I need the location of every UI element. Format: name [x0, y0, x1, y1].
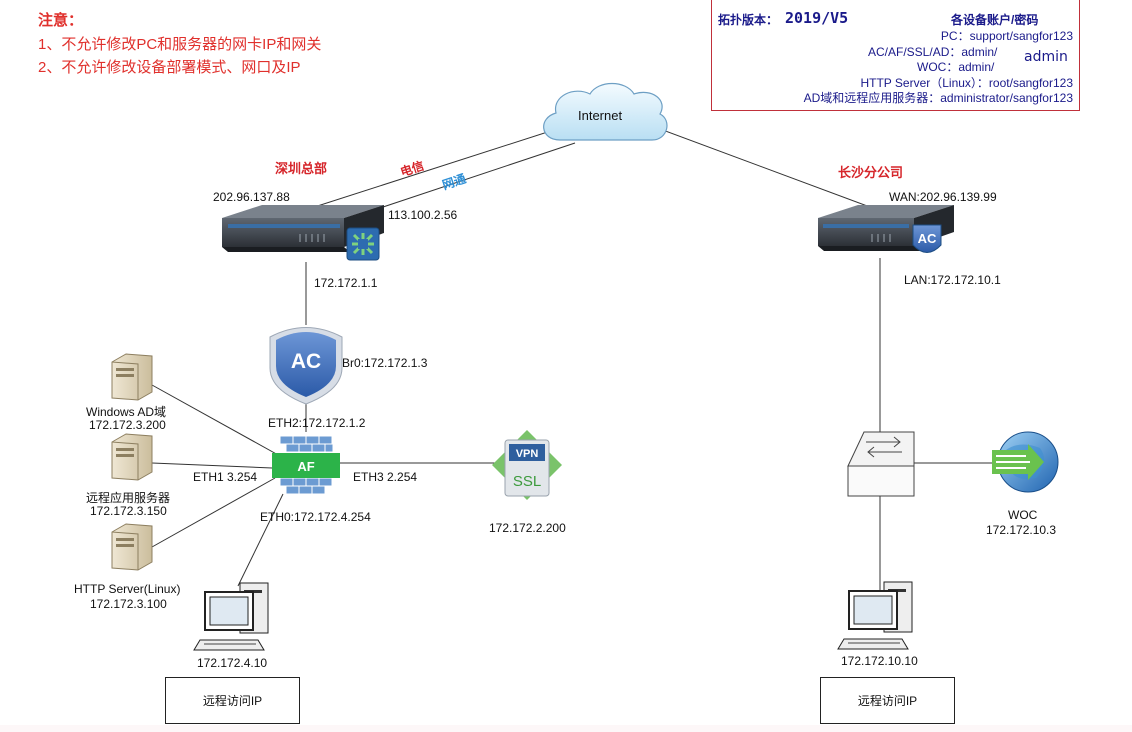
version-value: 2019/V5 [785, 9, 849, 27]
branch-ac-badge-label: AC [918, 231, 937, 246]
branch-title: 长沙分公司 [838, 165, 904, 180]
branch-switch-icon [847, 431, 915, 497]
ssl-vpn-icon [492, 430, 562, 500]
branch-ac-badge-icon [912, 224, 942, 253]
af-eth0-ip: ETH0:172.172.4.254 [260, 510, 371, 524]
connection-lines [151, 125, 996, 590]
ad-server-icon [111, 353, 153, 401]
hq-ip-unicom: 113.100.2.56 [388, 208, 458, 222]
branch-lan-ip: LAN:172.172.10.1 [904, 273, 1001, 287]
app-server-name: 远程应用服务器 [86, 491, 171, 505]
ac-af-ssl-ad-account: AC/AF/SSL/AD：admin/ [868, 45, 998, 59]
admin-overlay: admin [1024, 49, 1068, 65]
branch-pc-icon [837, 581, 913, 650]
notice-line-1: 1、不允许修改PC和服务器的网卡IP和网关 [38, 36, 322, 53]
hq-ac-shield-icon [269, 327, 343, 405]
pc-account: PC：support/sangfor123 [940, 29, 1073, 43]
link-af-ad [151, 384, 281, 457]
hq-router-badge-icon [346, 227, 380, 261]
http-server-name: HTTP Server(Linux) [74, 582, 181, 596]
version-label: 拓扑版本： [718, 13, 779, 27]
notice-title: 注意： [38, 12, 84, 29]
hq-ac-br0-ip: Br0:172.172.1.3 [342, 356, 428, 370]
http-server-icon [111, 523, 153, 571]
app-server-ip: 172.172.3.150 [90, 504, 167, 518]
http-server-account: HTTP Server（Linux）：root/sangfor123 [860, 76, 1073, 90]
app-server-icon [111, 433, 153, 481]
hq-ip-telecom: 202.96.137.88 [213, 190, 290, 204]
ad-server-ip: 172.172.3.200 [89, 418, 166, 432]
ad-server-name: Windows AD域 [86, 405, 167, 419]
notice-line-2: 2、不允许修改设备部署模式、网口及IP [38, 59, 301, 76]
http-server-ip: 172.172.3.100 [90, 597, 167, 611]
hq-title: 深圳总部 [275, 161, 328, 176]
hq-router-lan-ip: 172.172.1.1 [314, 276, 378, 290]
af-firewall-icon [272, 435, 340, 495]
hq-pc-ip: 172.172.4.10 [197, 656, 268, 670]
branch-remote-access-box: 远程访问IP [820, 677, 955, 724]
af-eth3-ip: ETH3 2.254 [353, 470, 418, 484]
ad-remote-account: AD域和远程应用服务器：administrator/sangfor123 [803, 91, 1073, 105]
link-telecom [304, 127, 561, 211]
link-af-app [151, 462, 273, 469]
woc-globe-icon [992, 431, 1059, 493]
link-af-pc [237, 493, 284, 587]
link-af-http [151, 477, 276, 548]
vpn-label: VPN [516, 448, 539, 460]
hq-remote-access-box: 远程访问IP [165, 677, 300, 724]
hq-ac-label: AC [291, 350, 321, 373]
ssl-label: SSL [513, 473, 541, 490]
internet-label: Internet [578, 108, 623, 123]
af-eth2-ip: ETH2:172.172.1.2 [268, 416, 366, 430]
ssl-ip: 172.172.2.200 [489, 521, 566, 535]
accounts-info-box: 拓扑版本： 2019/V5 各设备账户/密码 PC：support/sangfo… [711, 0, 1080, 111]
woc-name: WOC [1008, 508, 1038, 522]
woc-account: WOC：admin/ [917, 60, 995, 74]
accounts-title: 各设备账户/密码 [951, 13, 1039, 27]
af-eth1-ip: ETH1 3.254 [193, 470, 258, 484]
af-label: AF [297, 459, 314, 474]
hq-pc-icon [193, 582, 269, 651]
link-unicom [349, 142, 576, 219]
branch-pc-ip: 172.172.10.10 [841, 654, 918, 668]
internet-cloud-icon [543, 82, 668, 141]
woc-ip: 172.172.10.3 [986, 523, 1057, 537]
branch-wan-ip: WAN:202.96.139.99 [889, 190, 997, 204]
link-branch-internet [651, 125, 879, 211]
